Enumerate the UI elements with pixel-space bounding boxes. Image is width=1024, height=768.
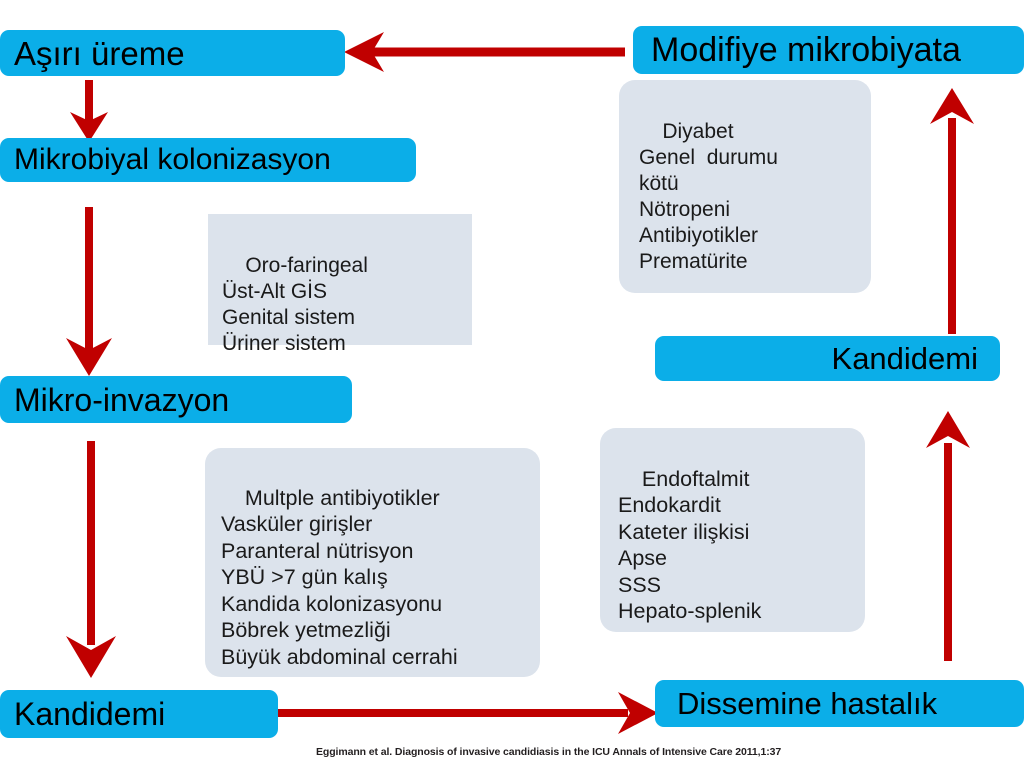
box-dissemine-hastalik-label: Dissemine hastalık (677, 686, 938, 721)
note-risk-factors-text: Multple antibiyotikler Vasküler girişler… (221, 485, 458, 669)
box-asiri-ureme-label: Aşırı üreme (14, 34, 185, 72)
arrow-dissemine-hastalik-to-kandidemi-right (926, 411, 970, 661)
box-kandidemi-right-label: Kandidemi (831, 341, 978, 376)
box-mikrobiyal-kolonizasyon-label: Mikrobiyal kolonizasyon (14, 143, 331, 176)
note-risk-factors: Multple antibiyotikler Vasküler girişler… (205, 448, 540, 677)
box-kandidemi-bottom-left-label: Kandidemi (14, 696, 166, 732)
arrow-kandidemi-to-dissemine-hastalik (278, 692, 658, 734)
citation-text: Eggimann et al. Diagnosis of invasive ca… (316, 746, 782, 758)
box-modifiye-mikrobiyata-label: Modifiye mikrobiyata (651, 31, 961, 69)
box-mikro-invazyon[interactable]: Mikro-invazyon (0, 376, 352, 423)
box-mikrobiyal-kolonizasyon[interactable]: Mikrobiyal kolonizasyon (0, 138, 416, 182)
arrow-mikrobiyal-kolonizasyon-to-mikro-invazyon (66, 207, 112, 376)
box-asiri-ureme[interactable]: Aşırı üreme (0, 30, 345, 76)
note-host-factors-text: Diyabet Genel durumu kötü Nötropeni Anti… (639, 119, 778, 273)
arrow-mikro-invazyon-to-kandidemi (66, 441, 116, 678)
arrow-kandidemi-right-to-modifiye-mikrobiyata (930, 88, 974, 334)
arrow-modifiye-mikrobiyata-to-asiri-ureme (344, 32, 625, 72)
note-dissemination-sites-text: Endoftalmit Endokardit Kateter ilişkisi … (618, 466, 762, 624)
note-dissemination-sites: Endoftalmit Endokardit Kateter ilişkisi … (600, 428, 865, 632)
box-kandidemi-bottom-left[interactable]: Kandidemi (0, 690, 278, 738)
box-modifiye-mikrobiyata[interactable]: Modifiye mikrobiyata (633, 26, 1024, 74)
box-kandidemi-right[interactable]: Kandidemi (655, 336, 1000, 381)
box-dissemine-hastalik[interactable]: Dissemine hastalık (655, 680, 1024, 727)
note-host-factors: Diyabet Genel durumu kötü Nötropeni Anti… (619, 80, 871, 293)
note-colonization-sites-text: Oro-faringeal Üst-Alt GİS Genital sistem… (222, 253, 368, 355)
box-mikro-invazyon-label: Mikro-invazyon (14, 381, 230, 418)
note-colonization-sites: Oro-faringeal Üst-Alt GİS Genital sistem… (208, 214, 472, 355)
arrow-asiri-ureme-to-mikrobiyal-kolonizasyon (70, 80, 108, 142)
